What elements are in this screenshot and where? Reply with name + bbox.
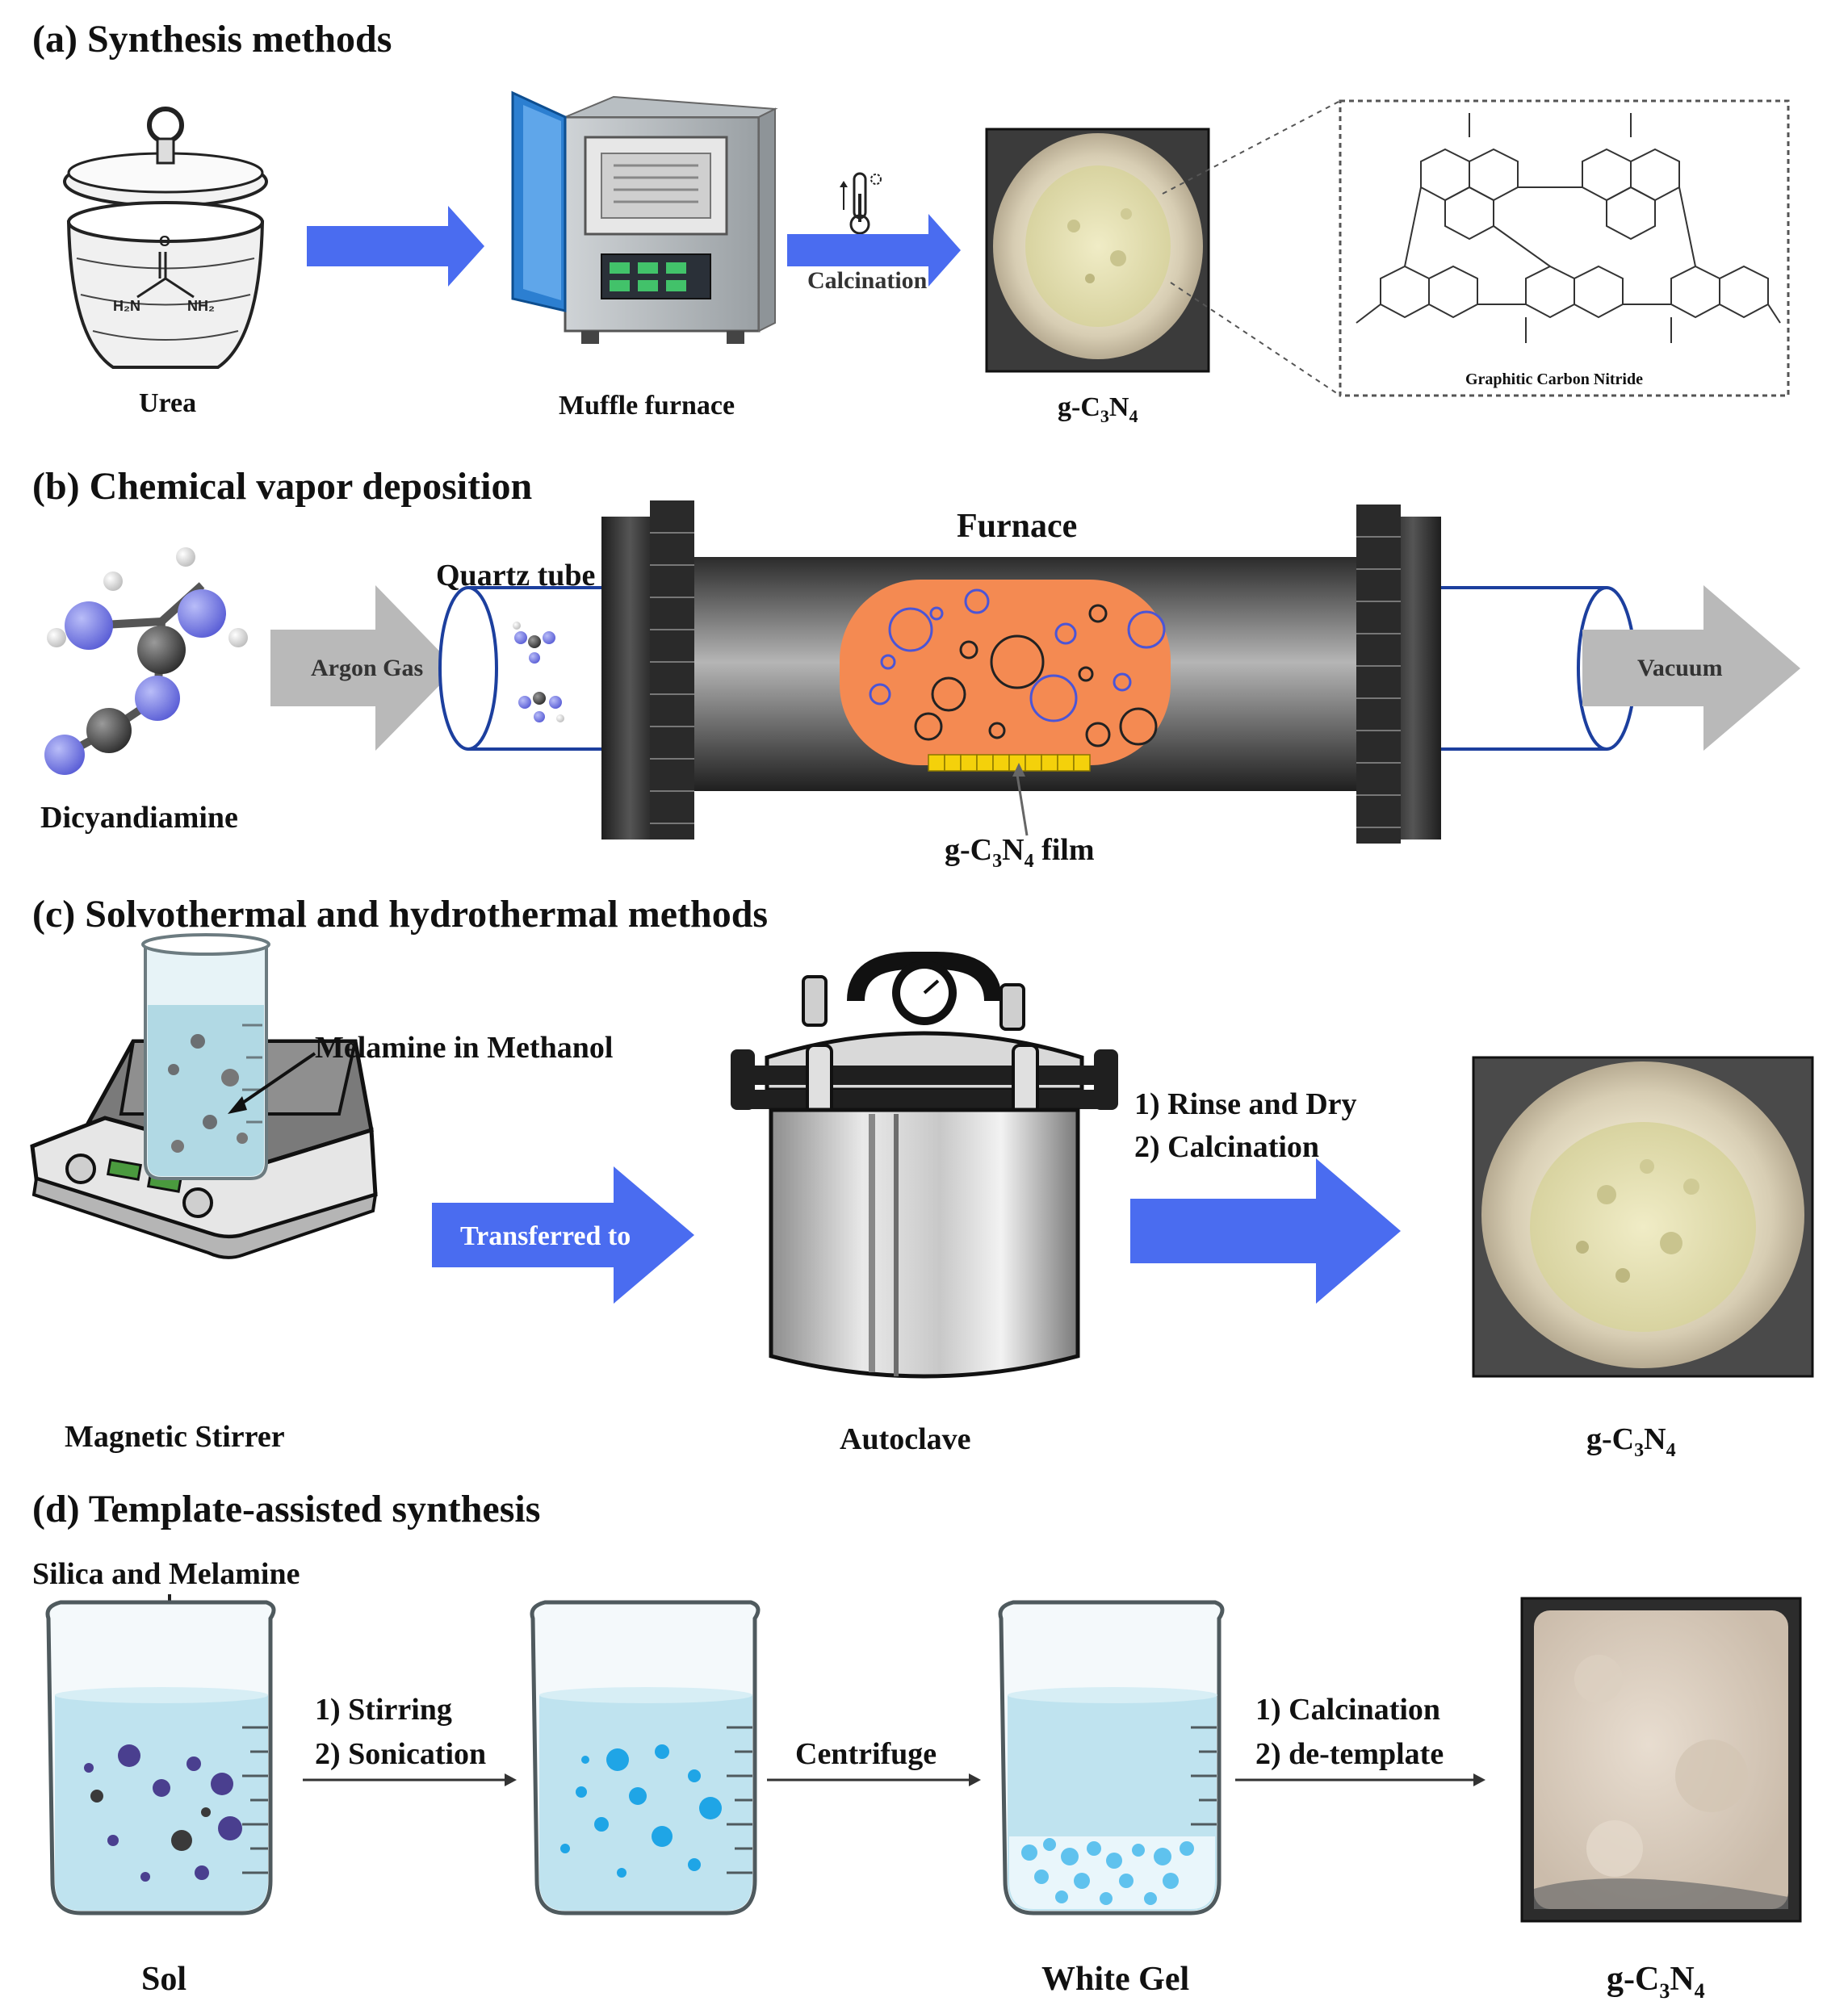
structure-box xyxy=(1339,99,1790,397)
arrow-d1-head xyxy=(505,1773,517,1786)
section-a-title: (a) Synthesis methods xyxy=(32,18,392,61)
step-c-1: 1) Rinse and Dry xyxy=(1134,1087,1357,1121)
autoclave-label: Autoclave xyxy=(840,1422,971,1456)
carbon-nitride-structure-icon xyxy=(1356,113,1781,343)
urea-label: Urea xyxy=(139,388,196,418)
arrow-a2-label: Calcination xyxy=(807,267,928,294)
product-photo-c xyxy=(1472,1056,1814,1378)
arrow-d3-step2: 2) de-template xyxy=(1255,1737,1444,1771)
section-b-title: (b) Chemical vapor deposition xyxy=(32,465,532,508)
structure-label: Graphitic Carbon Nitride xyxy=(1465,371,1643,388)
arrow-vacuum-label: Vacuum xyxy=(1637,655,1723,681)
gel-label: White Gel xyxy=(1041,1961,1189,1998)
section-c-title: (c) Solvothermal and hydrothermal method… xyxy=(32,893,768,936)
arrow-transferred-label: Transferred to xyxy=(460,1221,631,1251)
autoclave-icon xyxy=(731,952,1118,1379)
stirrer-label: Magnetic Stirrer xyxy=(65,1420,285,1454)
beaker-sol-icon xyxy=(45,1600,276,1916)
thermometer-icon xyxy=(840,172,882,235)
precursor-molecules-small xyxy=(513,622,564,722)
arrow-d3-head xyxy=(1473,1773,1486,1786)
product-label-a: g-C3N4 xyxy=(1058,392,1138,426)
muffle-label: Muffle furnace xyxy=(559,391,735,421)
arrow-d2-label: Centrifuge xyxy=(795,1737,937,1771)
arrow-d2-head xyxy=(969,1773,981,1786)
urea-nh2-left: H₂N xyxy=(113,298,140,314)
precursor-label: Dicyandiamine xyxy=(40,801,238,835)
quartz-tube-left xyxy=(438,586,646,751)
film-label: g-C3N4 film xyxy=(945,833,1095,872)
sol-label: Sol xyxy=(141,1961,186,1998)
zoom-line-top xyxy=(1162,100,1341,195)
arrow-d1-step1: 1) Stirring xyxy=(315,1693,452,1727)
quartz-tube-label: Quartz tube xyxy=(436,559,595,592)
crucible-icon: O xyxy=(63,107,268,369)
arrow-d3-step1: 1) Calcination xyxy=(1255,1693,1440,1727)
melamine-pointer xyxy=(237,1052,316,1107)
silica-label: Silica and Melamine xyxy=(32,1557,300,1591)
melamine-pointer-head xyxy=(228,1096,247,1114)
urea-nh2-right: NH₂ xyxy=(187,298,215,314)
product-photo-d xyxy=(1520,1597,1802,1923)
beaker-sonicated-icon xyxy=(530,1600,761,1916)
furnace-label: Furnace xyxy=(957,508,1077,545)
dicyandiamine-molecule-icon xyxy=(44,547,248,775)
arrow-argon-label: Argon Gas xyxy=(311,655,423,681)
svg-text:O: O xyxy=(159,233,170,249)
arrow-a2 xyxy=(787,214,961,287)
arrow-transferred xyxy=(432,1166,694,1304)
section-d-title: (d) Template-assisted synthesis xyxy=(32,1488,540,1530)
cvd-furnace-icon xyxy=(601,500,1441,844)
arrow-d1-step2: 2) Sonication xyxy=(315,1737,486,1771)
beaker-gel-icon xyxy=(998,1600,1225,1916)
product-photo-a xyxy=(985,128,1210,373)
product-label-c: g-C3N4 xyxy=(1586,1422,1676,1461)
arrow-argon xyxy=(270,585,456,751)
arrow-rinse-calcine xyxy=(1130,1158,1401,1304)
product-label-d: g-C3N4 xyxy=(1607,1961,1705,2003)
melamine-label: Melamine in Methanol xyxy=(315,1031,613,1065)
arrow-a1 xyxy=(307,206,484,287)
step-c-2: 2) Calcination xyxy=(1134,1130,1319,1164)
arrow-vacuum xyxy=(1582,585,1800,751)
muffle-furnace-icon xyxy=(511,90,778,344)
magnetic-stirrer-icon xyxy=(30,933,378,1259)
